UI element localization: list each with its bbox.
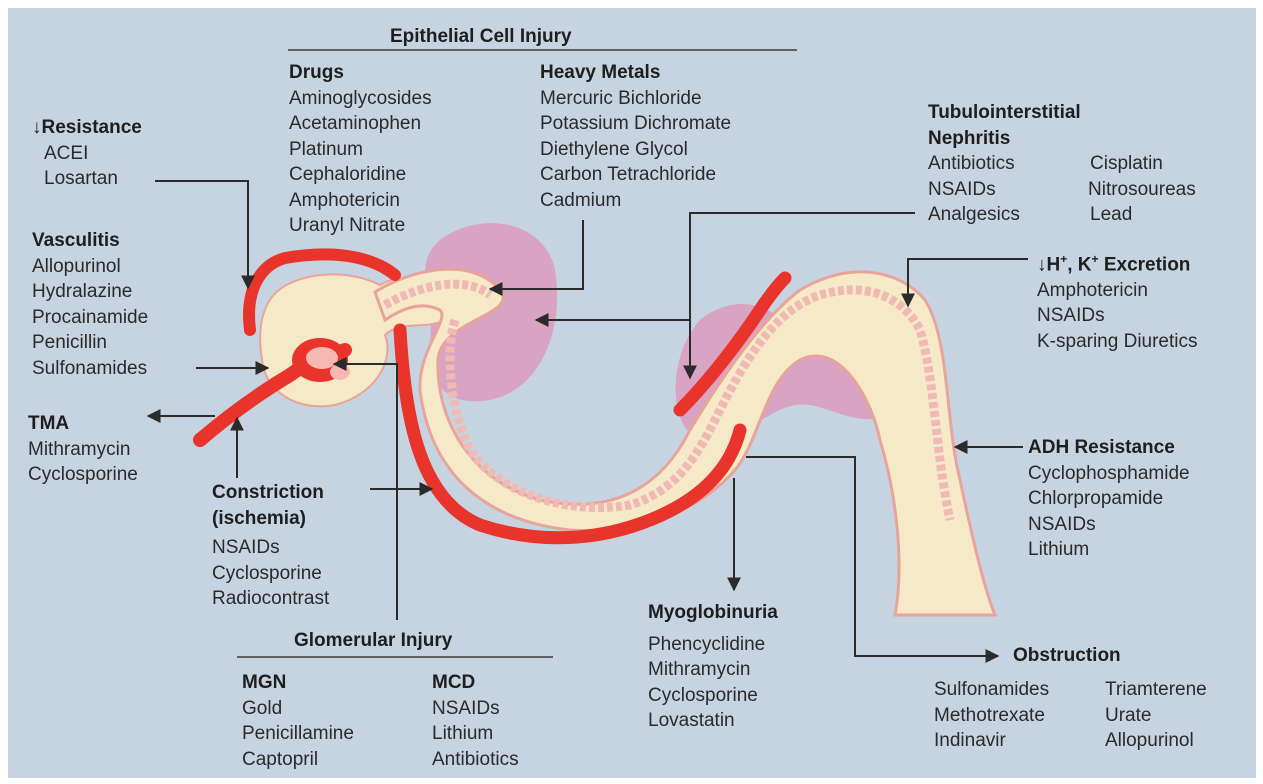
resistance-group: ↓Resistance ACEI Losartan: [32, 115, 142, 192]
excretion-group: ↓H+, K+ Excretion Amphotericin NSAIDs K-…: [1037, 247, 1198, 354]
tin-subheading: Nephritis: [928, 126, 1081, 152]
list-item: Cisplatin: [1088, 151, 1196, 177]
list-item: Radiocontrast: [212, 586, 329, 612]
list-item: Antibiotics: [432, 747, 519, 773]
list-item: Cyclophosphamide: [1028, 461, 1190, 487]
list-item: Acetaminophen: [289, 111, 432, 137]
mcd-heading: MCD: [432, 670, 519, 696]
constriction-subheading: (ischemia): [212, 506, 329, 532]
adh-heading: ADH Resistance: [1028, 435, 1190, 461]
list-item: Penicillin: [32, 330, 148, 356]
list-item: Procainamide: [32, 305, 148, 331]
vasculitis-heading: Vasculitis: [32, 228, 148, 254]
list-item: Cephaloridine: [289, 162, 432, 188]
list-item: Antibiotics: [928, 151, 1081, 177]
list-item: Losartan: [32, 166, 142, 192]
list-item: NSAIDs: [212, 535, 329, 561]
list-item: Platinum: [289, 137, 432, 163]
list-item: Lithium: [432, 721, 519, 747]
heavy-metals-heading: Heavy Metals: [540, 60, 731, 86]
adh-group: ADH Resistance Cyclophosphamide Chlorpro…: [1028, 435, 1190, 563]
list-item: Mithramycin: [648, 657, 778, 683]
list-item: K-sparing Diuretics: [1037, 329, 1198, 355]
list-item: Mercuric Bichloride: [540, 86, 731, 112]
list-item: Phencyclidine: [648, 632, 778, 658]
list-item: Lead: [1088, 202, 1196, 228]
tma-heading: TMA: [28, 411, 138, 437]
vasculitis-group: Vasculitis Allopurinol Hydralazine Proca…: [32, 228, 148, 381]
list-item: Lovastatin: [648, 708, 778, 734]
list-item: Analgesics: [928, 202, 1081, 228]
list-item: Nitrosoureas: [1088, 177, 1196, 203]
excretion-heading-prefix: ↓H: [1037, 254, 1060, 275]
heavy-metals-group: Heavy Metals Mercuric Bichloride Potassi…: [540, 60, 731, 213]
obstruction-heading: Obstruction: [1013, 645, 1121, 667]
list-item: NSAIDs: [1037, 303, 1198, 329]
list-item: Urate: [1105, 703, 1207, 729]
list-item: Allopurinol: [32, 254, 148, 280]
list-item: Methotrexate: [934, 703, 1049, 729]
list-item: Aminoglycosides: [289, 86, 432, 112]
list-item: Indinavir: [934, 728, 1049, 754]
list-item: Mithramycin: [28, 437, 138, 463]
proximal-tubule: [375, 269, 995, 615]
list-item: Captopril: [242, 747, 354, 773]
list-item: Diethylene Glycol: [540, 137, 731, 163]
list-item: NSAIDs: [432, 696, 519, 722]
list-item: ACEI: [32, 141, 142, 167]
tin-group: Tubulointerstitial Nephritis Antibiotics…: [928, 100, 1081, 228]
tin-group-col2: Cisplatin Nitrosoureas Lead: [1088, 151, 1196, 228]
list-item: Cadmium: [540, 188, 731, 214]
list-item: Sulfonamides: [934, 677, 1049, 703]
tma-group: TMA Mithramycin Cyclosporine: [28, 411, 138, 488]
list-item: Allopurinol: [1105, 728, 1207, 754]
list-item: NSAIDs: [928, 177, 1081, 203]
list-item: Penicillamine: [242, 721, 354, 747]
myoglobinuria-heading: Myoglobinuria: [648, 600, 778, 626]
mgn-heading: MGN: [242, 670, 354, 696]
list-item: Chlorpropamide: [1028, 486, 1190, 512]
resistance-heading: ↓Resistance: [32, 115, 142, 141]
mgn-group: MGN Gold Penicillamine Captopril: [242, 670, 354, 772]
list-item: Amphotericin: [289, 188, 432, 214]
list-item: NSAIDs: [1028, 512, 1190, 538]
excretion-heading: ↓H+, K+ Excretion: [1037, 247, 1198, 278]
list-item: Cyclosporine: [28, 462, 138, 488]
drugs-group: Drugs Aminoglycosides Acetaminophen Plat…: [289, 60, 432, 239]
excretion-heading-suffix: Excretion: [1099, 254, 1191, 275]
list-item: Uranyl Nitrate: [289, 213, 432, 239]
list-item: Potassium Dichromate: [540, 111, 731, 137]
excretion-sup-k: +: [1092, 252, 1099, 266]
list-item: Amphotericin: [1037, 278, 1198, 304]
constriction-heading: Constriction: [212, 480, 329, 506]
epithelial-title: Epithelial Cell Injury: [390, 26, 572, 48]
list-item: Gold: [242, 696, 354, 722]
list-item: Sulfonamides: [32, 356, 148, 382]
list-item: Cyclosporine: [212, 561, 329, 587]
drugs-heading: Drugs: [289, 60, 432, 86]
list-item: Carbon Tetrachloride: [540, 162, 731, 188]
myoglobinuria-group: Myoglobinuria Phencyclidine Mithramycin …: [648, 600, 778, 734]
tin-heading: Tubulointerstitial: [928, 100, 1081, 126]
glomerular-title: Glomerular Injury: [294, 630, 452, 652]
list-item: Cyclosporine: [648, 683, 778, 709]
mcd-group: MCD NSAIDs Lithium Antibiotics: [432, 670, 519, 772]
obstruction-col1: Sulfonamides Methotrexate Indinavir: [934, 677, 1049, 754]
list-item: Triamterene: [1105, 677, 1207, 703]
obstruction-col2: Triamterene Urate Allopurinol: [1105, 677, 1207, 754]
excretion-heading-mid: , K: [1067, 254, 1091, 275]
list-item: Hydralazine: [32, 279, 148, 305]
constriction-group: Constriction (ischemia) NSAIDs Cyclospor…: [212, 480, 329, 612]
arrow-losartan: [155, 181, 248, 288]
list-item: Lithium: [1028, 537, 1190, 563]
